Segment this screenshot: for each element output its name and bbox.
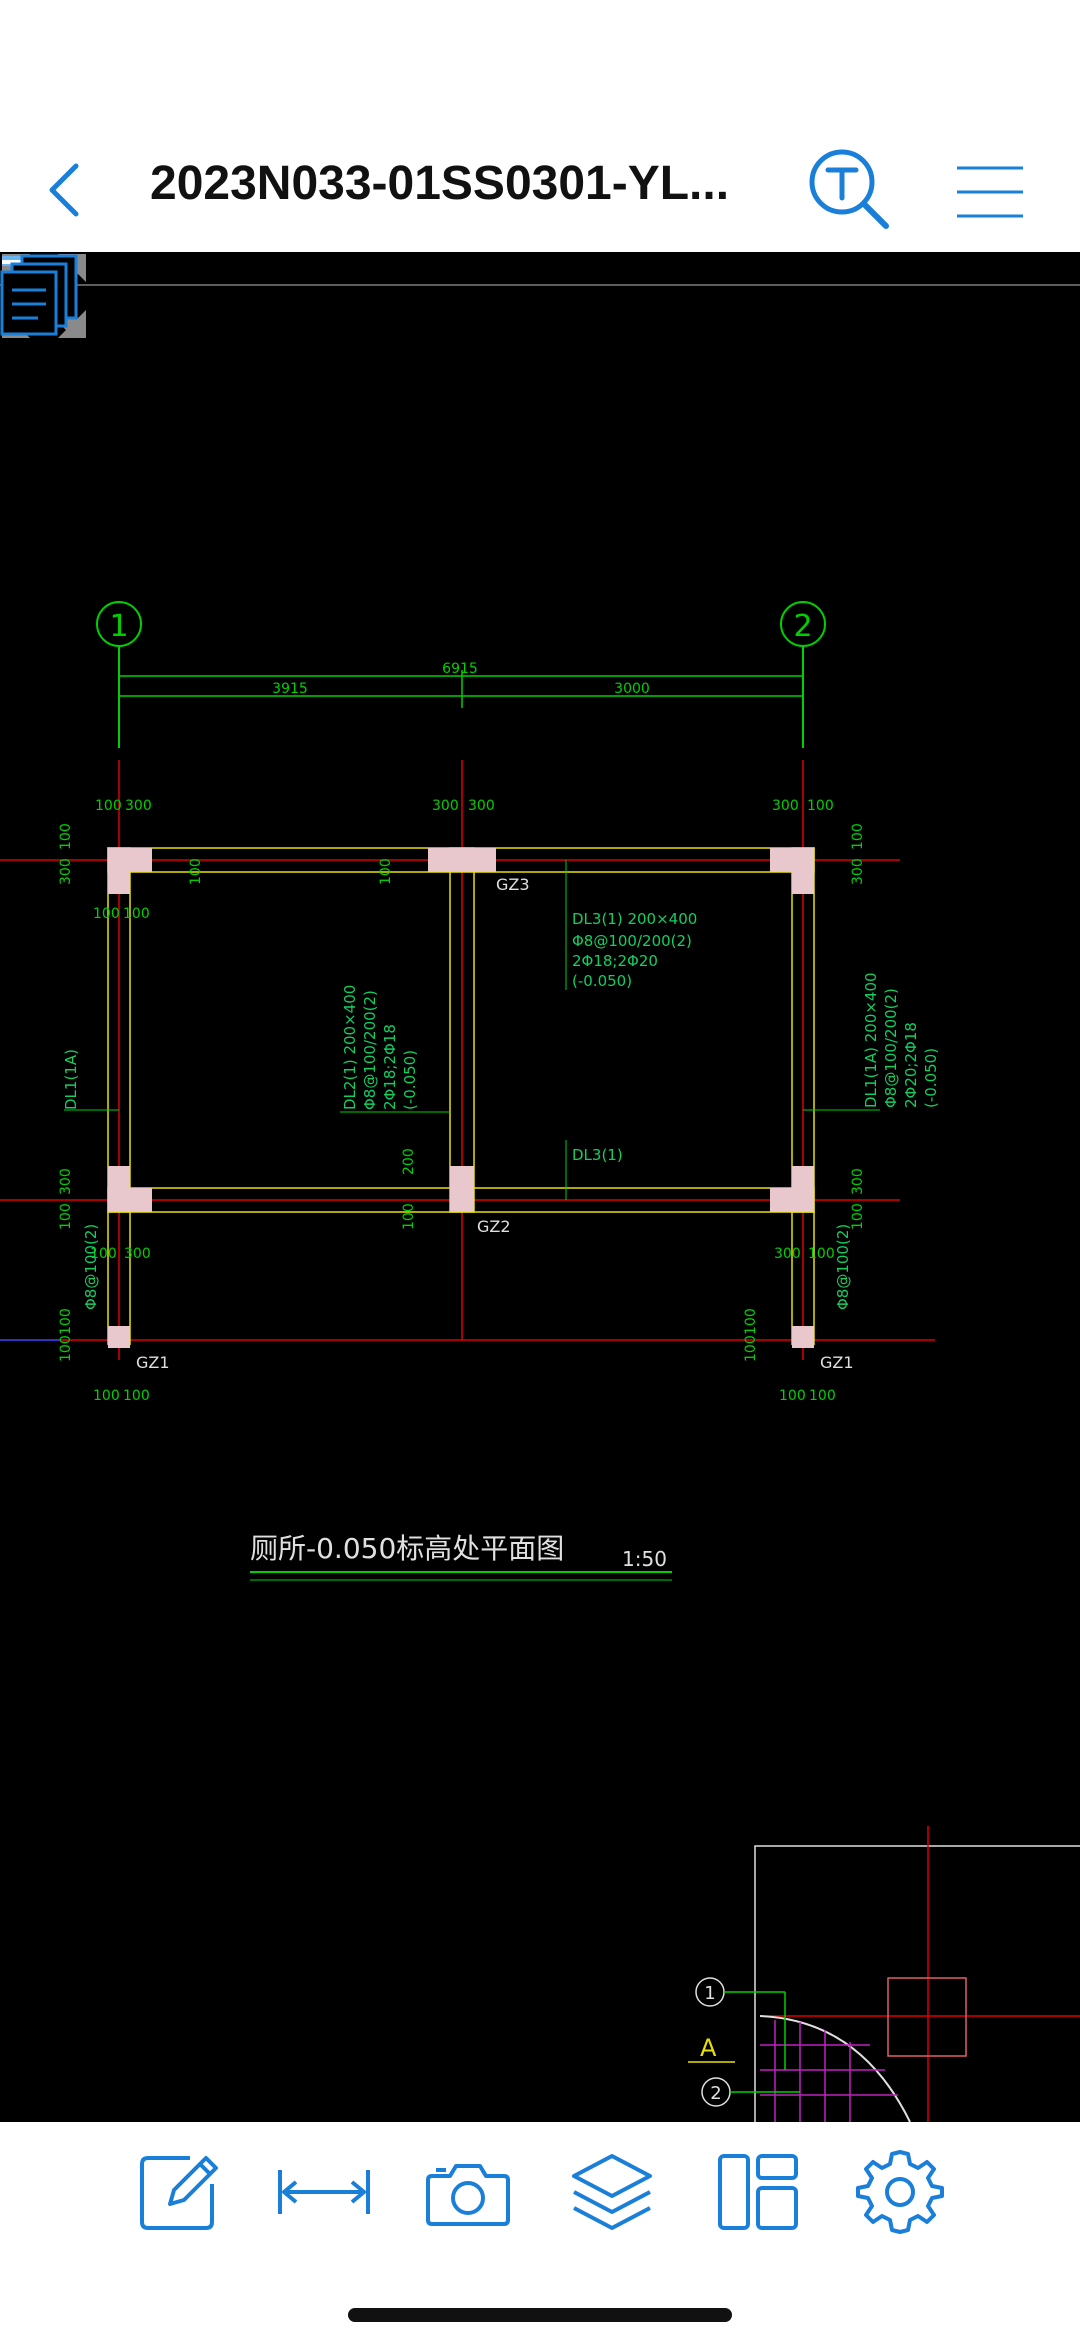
column-gz1-right — [792, 1326, 814, 1348]
svg-text:100: 100 — [123, 1388, 150, 1404]
dl3-label-3: 2Φ18;2Φ20 — [572, 952, 658, 970]
svg-text:100: 100 — [93, 906, 120, 922]
dl1-right-label-4: (-0.050) — [922, 1048, 940, 1108]
plan-title: 厕所-0.050标高处平面图 — [250, 1532, 564, 1565]
home-indicator — [348, 2308, 732, 2322]
plan-scale: 1:50 — [622, 1547, 667, 1571]
detail-axis-a: A — [700, 2034, 717, 2062]
cad-drawing: 1 2 6915 3915 3000 — [0, 284, 1080, 2122]
detail-frame — [754, 1845, 1080, 2122]
dl2-label-1: DL2(1) 200×400 — [341, 985, 359, 1110]
dl1-left-label: DL1(1A) — [62, 1049, 80, 1110]
pages-stack-icon[interactable] — [0, 252, 80, 336]
svg-text:100: 100 — [58, 823, 74, 850]
svg-text:300: 300 — [850, 858, 866, 885]
layout-icon[interactable] — [710, 2144, 806, 2240]
chevron-left-icon[interactable] — [40, 160, 90, 220]
svg-text:100: 100 — [58, 1335, 74, 1362]
layers-icon[interactable] — [564, 2144, 660, 2240]
dl3-label-4: (-0.050) — [572, 972, 632, 990]
detail-axis-2: 2 — [710, 2083, 721, 2104]
camera-icon[interactable] — [420, 2144, 516, 2240]
svg-text:100: 100 — [850, 823, 866, 850]
svg-text:100: 100 — [743, 1308, 759, 1335]
annotate-icon[interactable] — [130, 2144, 226, 2240]
drawing-canvas[interactable]: 1 2 6915 3915 3000 — [0, 252, 1080, 2122]
svg-text:100: 100 — [123, 906, 150, 922]
svg-text:300: 300 — [850, 1168, 866, 1195]
text-search-icon[interactable] — [806, 146, 892, 232]
column-corner-bottom-left — [108, 1166, 152, 1212]
svg-text:100: 100 — [58, 1308, 74, 1335]
document-title: 2023N033-01SS0301-YL... — [150, 157, 730, 210]
svg-text:300: 300 — [124, 1246, 151, 1262]
label-gz2: GZ2 — [477, 1217, 511, 1236]
svg-text:100: 100 — [95, 798, 122, 814]
stirrup-right-label: Φ8@100(2) — [834, 1224, 852, 1310]
dl1-right-label-2: Φ8@100/200(2) — [882, 988, 900, 1108]
svg-text:300: 300 — [125, 798, 152, 814]
dl1-right-label-1: DL1(1A) 200×400 — [862, 972, 880, 1108]
svg-text:200: 200 — [401, 1148, 417, 1175]
svg-text:100: 100 — [850, 1203, 866, 1230]
column-corner-top-left — [108, 848, 152, 894]
axis-label-1: 1 — [109, 609, 128, 644]
dim-total: 6915 — [442, 661, 478, 677]
dl3-label-1: DL3(1) 200×400 — [572, 910, 697, 928]
svg-text:100: 100 — [809, 1388, 836, 1404]
column-corner-bottom-right — [770, 1166, 814, 1212]
settings-icon[interactable] — [852, 2144, 948, 2240]
svg-text:100: 100 — [188, 858, 204, 885]
column-gz3 — [428, 848, 496, 872]
svg-text:300: 300 — [468, 798, 495, 814]
detail-axis-1: 1 — [704, 1983, 715, 2004]
svg-text:300: 300 — [58, 1168, 74, 1195]
dim-left: 3915 — [272, 681, 308, 697]
dim-right: 3000 — [614, 681, 650, 697]
top-nav-bar: 2023N033-01SS0301-YL... — [0, 120, 1080, 252]
label-gz1-right: GZ1 — [820, 1353, 854, 1372]
label-gz1-left: GZ1 — [136, 1353, 170, 1372]
column-gz1-left — [108, 1326, 130, 1348]
svg-text:100: 100 — [90, 1246, 117, 1262]
svg-text:100: 100 — [807, 798, 834, 814]
dl3-short-label: DL3(1) — [572, 1146, 623, 1164]
svg-text:100: 100 — [58, 1203, 74, 1230]
svg-text:100: 100 — [779, 1388, 806, 1404]
stirrup-left-label: Φ8@100(2) — [82, 1224, 100, 1310]
svg-text:100: 100 — [808, 1246, 835, 1262]
svg-text:300: 300 — [432, 798, 459, 814]
measure-icon[interactable] — [276, 2144, 372, 2240]
svg-text:300: 300 — [772, 798, 799, 814]
dl1-right-label-3: 2Φ20;2Φ18 — [902, 1022, 920, 1108]
svg-text:100: 100 — [743, 1335, 759, 1362]
dl2-label-3: 2Φ18;2Φ18 — [381, 1024, 399, 1110]
column-corner-top-right — [770, 848, 814, 894]
dl2-label-4: (-0.050) — [401, 1050, 419, 1110]
status-bar — [0, 0, 1080, 120]
bottom-toolbar — [0, 2122, 1080, 2338]
column-gz2 — [450, 1166, 474, 1212]
hamburger-menu-icon[interactable] — [955, 164, 1025, 220]
svg-text:100: 100 — [93, 1388, 120, 1404]
axis-label-2: 2 — [793, 609, 812, 644]
dl3-label-2: Φ8@100/200(2) — [572, 932, 692, 950]
svg-text:300: 300 — [774, 1246, 801, 1262]
dl2-label-2: Φ8@100/200(2) — [361, 990, 379, 1110]
svg-text:300: 300 — [58, 858, 74, 885]
svg-text:100: 100 — [378, 858, 394, 885]
svg-text:100: 100 — [401, 1203, 417, 1230]
label-gz3: GZ3 — [496, 875, 530, 894]
